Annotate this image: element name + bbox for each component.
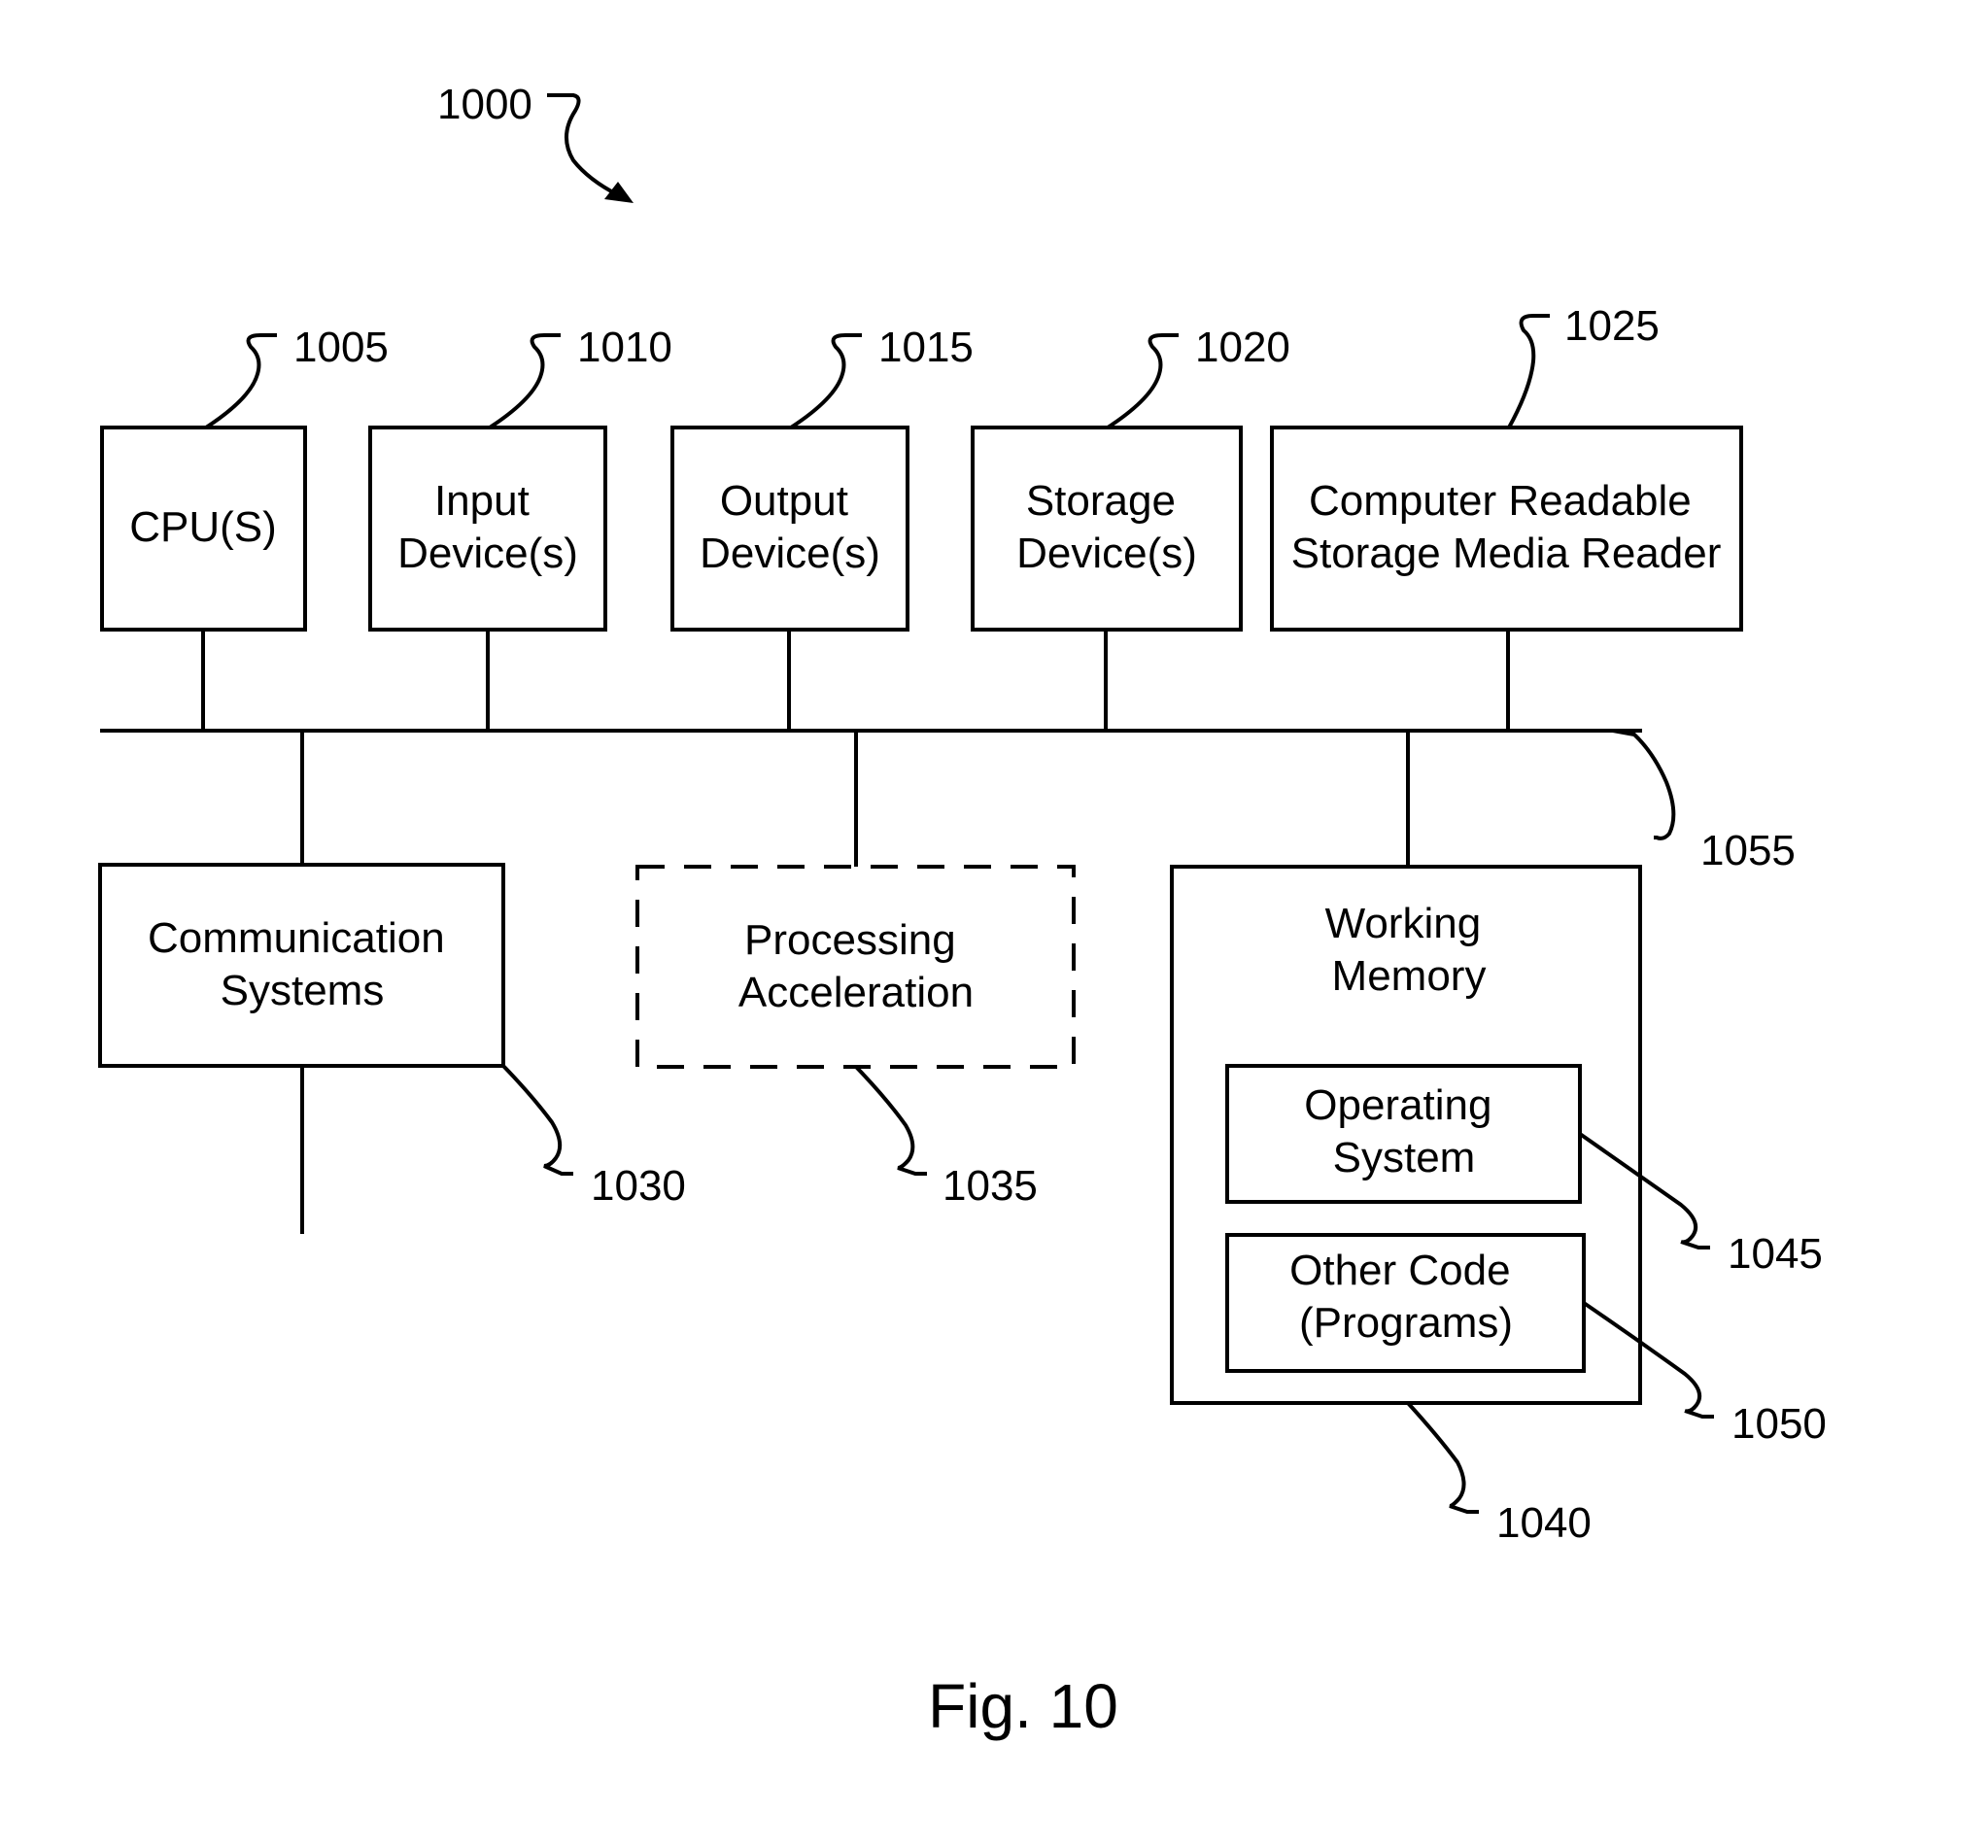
crsm-reader-label: Computer Readable Storage Media Reader xyxy=(1291,477,1722,577)
other-code-label: Other Code (Programs) xyxy=(1289,1247,1523,1347)
storage-devices-block: Storage Device(s) xyxy=(971,426,1243,632)
communication-systems-block: Communication Systems xyxy=(98,863,505,1068)
cpu-leader xyxy=(204,333,277,429)
working-memory-ref-label: 1040 xyxy=(1496,1499,1592,1547)
cpu-ref-label: 1005 xyxy=(293,324,389,371)
bus-leader xyxy=(1612,729,1676,840)
other-code-leader xyxy=(1582,1301,1714,1419)
other-code-ref-label: 1050 xyxy=(1731,1400,1827,1448)
input-devices-label: Input Device(s) xyxy=(397,477,578,577)
operating-system-label: Operating System xyxy=(1304,1081,1503,1181)
communication-leader xyxy=(501,1064,573,1176)
working-memory-leader xyxy=(1406,1401,1479,1514)
communication-ref-label: 1030 xyxy=(591,1162,686,1210)
input-ref-label: 1010 xyxy=(577,324,672,371)
operating-system-leader xyxy=(1578,1132,1710,1249)
processing-acceleration-block: Processing Acceleration xyxy=(635,865,1076,1069)
system-ref-label: 1000 xyxy=(437,81,532,128)
operating-system-block: Operating System xyxy=(1225,1064,1582,1204)
operating-system-ref-label: 1045 xyxy=(1728,1230,1823,1278)
system-ref-arrow xyxy=(547,93,628,201)
storage-devices-label: Storage Device(s) xyxy=(1016,477,1197,577)
bus-ref-label: 1055 xyxy=(1700,827,1796,874)
output-devices-block: Output Device(s) xyxy=(670,426,909,632)
output-leader xyxy=(789,333,862,429)
processing-leader xyxy=(854,1065,927,1176)
output-ref-label: 1015 xyxy=(878,324,974,371)
output-devices-label: Output Device(s) xyxy=(700,477,880,577)
cpu-label: CPU(S) xyxy=(129,503,277,551)
other-code-block: Other Code (Programs) xyxy=(1225,1233,1586,1373)
storage-leader xyxy=(1106,333,1179,429)
crsm-ref-label: 1025 xyxy=(1564,302,1660,350)
cpu-block: CPU(S) xyxy=(100,426,307,632)
processing-ref-label: 1035 xyxy=(943,1162,1038,1210)
storage-ref-label: 1020 xyxy=(1195,324,1290,371)
input-leader xyxy=(488,333,561,429)
system-ref-arrowhead xyxy=(604,182,634,203)
processing-acceleration-label: Processing Acceleration xyxy=(738,916,974,1016)
working-memory-label: Working Memory xyxy=(1325,900,1493,1000)
crsm-reader-block: Computer Readable Storage Media Reader xyxy=(1270,426,1743,632)
figure-caption: Fig. 10 xyxy=(928,1671,1118,1741)
communication-systems-label: Communication Systems xyxy=(148,914,457,1014)
input-devices-block: Input Device(s) xyxy=(368,426,607,632)
crsm-leader xyxy=(1507,314,1550,428)
